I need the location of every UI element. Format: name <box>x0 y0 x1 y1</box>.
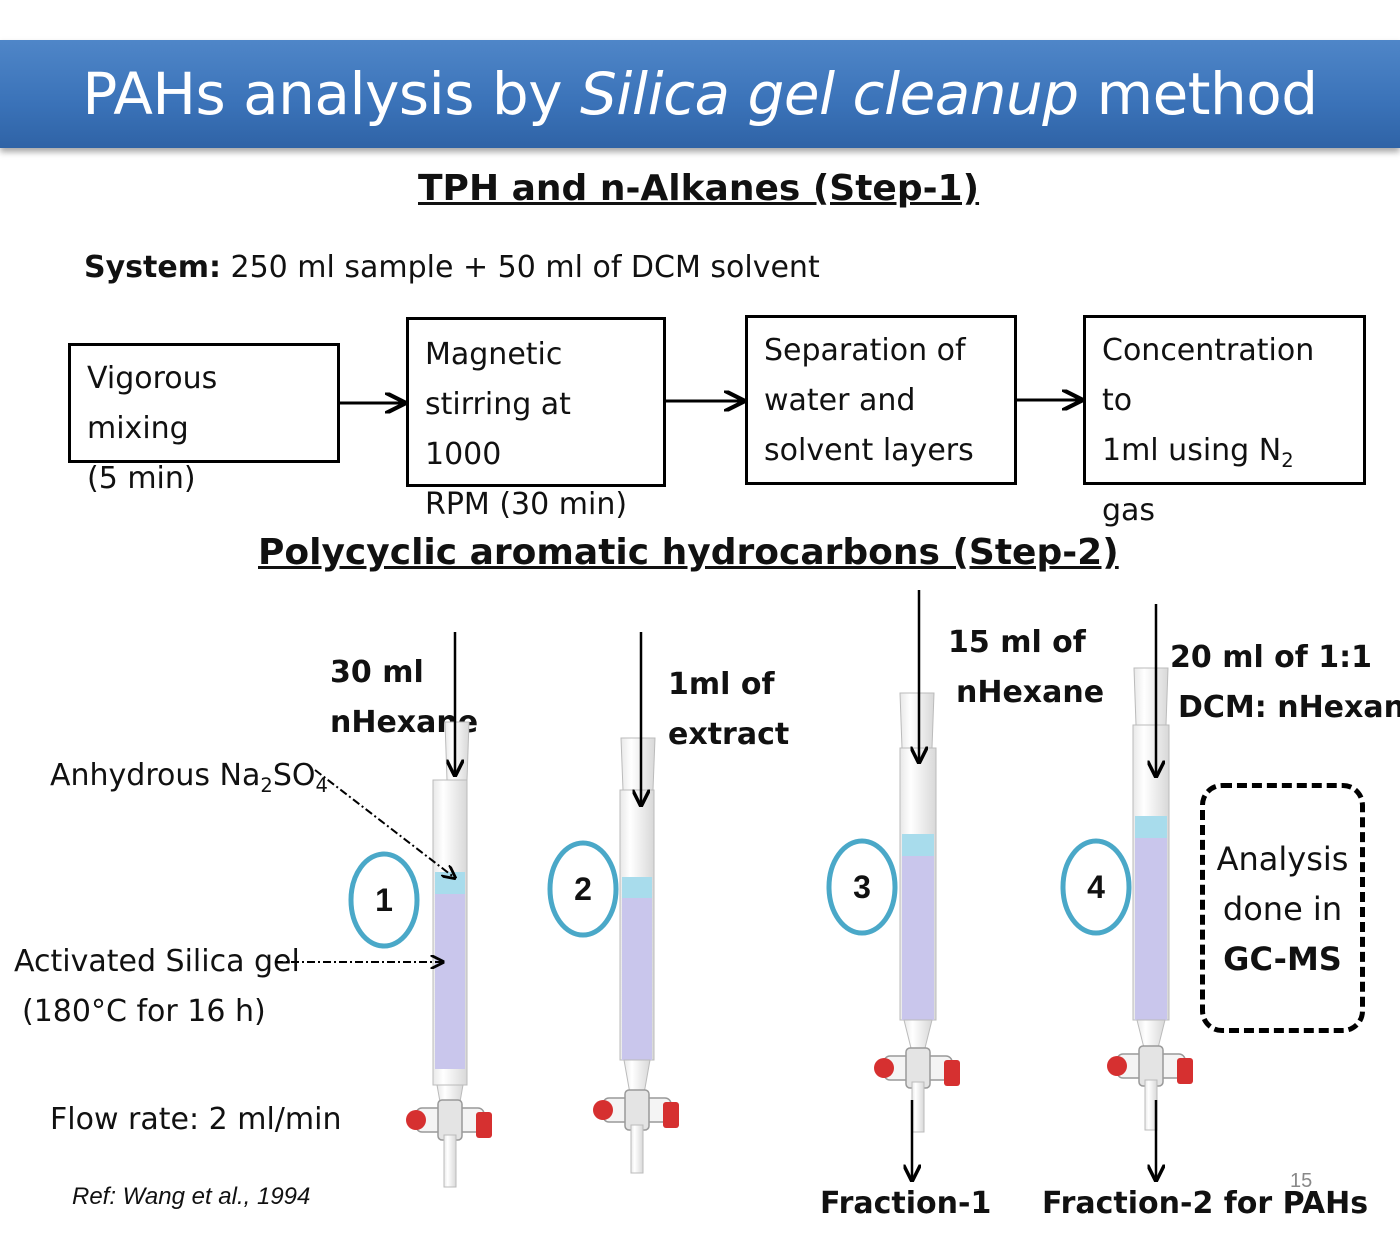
silica-label: Activated Silica gel(180°C for 16 h) <box>14 944 300 1029</box>
step-box-mixing: Vigorous mixing(5 min) <box>68 343 340 496</box>
analysis-line3: GC-MS <box>1223 940 1342 978</box>
arrow-na2so4 <box>314 769 455 878</box>
circle-3 <box>826 838 898 936</box>
column-1 <box>405 721 493 1188</box>
analysis-box <box>1200 783 1365 1033</box>
circle-number-1: 1 <box>375 882 393 918</box>
circle-number-4: 4 <box>1087 869 1105 905</box>
reference: Ref: Wang et al., 1994 <box>72 1183 311 1210</box>
column-4 <box>1106 667 1194 1131</box>
fraction1-label: Fraction-1 <box>820 1186 992 1221</box>
circle-2 <box>547 840 619 938</box>
flow-rate-label: Flow rate: 2 ml/min <box>50 1102 342 1137</box>
column-3 <box>873 692 961 1133</box>
step1-heading: TPH and n-Alkanes (Step-1) <box>418 168 980 209</box>
column-2 <box>592 737 680 1174</box>
slide-title: PAHs analysis by Silica gel cleanup meth… <box>82 60 1318 128</box>
circle-number-3: 3 <box>853 869 871 905</box>
page-number: 15 <box>1290 1170 1313 1192</box>
analysis-line1: Analysis <box>1216 840 1349 878</box>
system-line: System: 250 ml sample + 50 ml of DCM sol… <box>84 250 820 285</box>
na2so4-label: Anhydrous Na2SO4 <box>50 758 328 797</box>
circle-number-2: 2 <box>574 871 592 907</box>
circle-1 <box>348 851 420 949</box>
circle-4 <box>1060 838 1132 936</box>
step2-heading: Polycyclic aromatic hydrocarbons (Step-2… <box>258 532 1119 573</box>
title-bar <box>0 40 1400 148</box>
fraction2-label: Fraction-2 for PAHs <box>1042 1186 1369 1221</box>
analysis-line2: done in <box>1222 890 1343 928</box>
